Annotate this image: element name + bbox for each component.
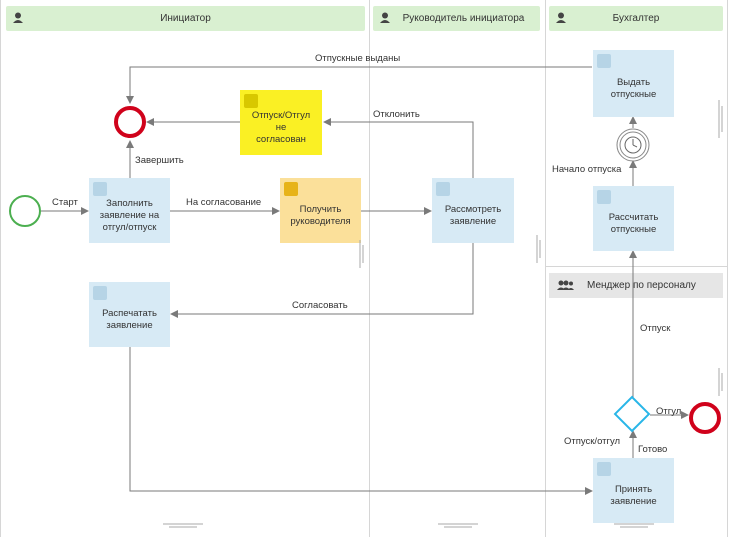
lane-resize-handle[interactable] — [438, 523, 478, 531]
user-task-icon — [597, 190, 611, 204]
flow-label-done: Готово — [638, 444, 668, 455]
timer-event — [616, 128, 650, 162]
task-fill-application[interactable]: Заполнить заявление на отгул/отпуск — [89, 178, 170, 243]
task-issue-vacation-pay[interactable]: Выдать отпускные — [593, 50, 674, 117]
task-get-manager[interactable]: Получить руководителя — [280, 178, 361, 243]
flow-reject — [323, 118, 474, 178]
lane-divider-3 — [727, 0, 728, 537]
flow-label-day-off: Отгул — [656, 406, 682, 417]
lane-header-accountant[interactable]: Бухгалтер — [549, 6, 723, 31]
flow-label-reject: Отклонить — [373, 109, 420, 120]
lane-divider-1 — [369, 0, 370, 537]
lane-divider-2 — [545, 0, 546, 537]
lane-title: Руководитель инициатора — [402, 13, 525, 24]
sublane-title: Менджер по персоналу — [587, 280, 696, 291]
gear-icon — [284, 182, 298, 196]
task-accept-application[interactable]: Принять заявление — [593, 458, 674, 523]
lane-header-manager[interactable]: Руководитель инициатора — [373, 6, 540, 31]
lane-resize-handle[interactable] — [717, 100, 725, 138]
flow-label-to-approval: На согласование — [186, 197, 262, 208]
lane-title: Инициатор — [160, 13, 211, 24]
task-review-application[interactable]: Рассмотреть заявление — [432, 178, 514, 243]
lane-resize-handle[interactable] — [358, 240, 366, 268]
start-event — [9, 195, 41, 227]
task-print-application[interactable]: Распечатать заявление — [89, 282, 170, 347]
flow-label-vacation-day-off: Отпуск/отгул — [564, 436, 621, 447]
user-icon — [12, 6, 26, 31]
lane-resize-handle[interactable] — [614, 523, 654, 531]
user-task-icon — [436, 182, 450, 196]
lane-header-initiator[interactable]: Инициатор — [6, 6, 365, 31]
flow-label-start: Старт — [52, 197, 78, 208]
end-event-day-off — [689, 402, 721, 434]
task-calculate-vacation-pay[interactable]: Рассчитать отпускные — [593, 186, 674, 251]
lane-resize-handle[interactable] — [717, 368, 725, 396]
user-task-icon — [93, 182, 107, 196]
sublane-header-hr-manager[interactable]: Менджер по персоналу — [549, 273, 723, 298]
user-icon — [379, 6, 393, 31]
lane-resize-handle[interactable] — [163, 523, 203, 531]
user-icon — [555, 6, 569, 31]
user-task-icon — [597, 462, 611, 476]
user-task-icon — [597, 54, 611, 68]
flow-label-vacation-pay-issued: Отпускные выданы — [315, 53, 401, 64]
flow-print-to-accept — [129, 347, 593, 495]
exclusive-gateway — [613, 395, 651, 433]
flow-label-approve: Согласовать — [292, 300, 348, 311]
page-border-left — [0, 0, 1, 537]
lane-title: Бухгалтер — [612, 13, 660, 24]
lane-resize-handle[interactable] — [535, 235, 543, 263]
sublane-divider — [545, 266, 728, 267]
flow-vacation-pay-issued — [126, 66, 592, 104]
end-event-main — [114, 106, 146, 138]
task-leave-rejected[interactable]: Отпуск/Отгул не согласован — [240, 90, 322, 155]
group-icon — [555, 273, 575, 298]
flow-label-vacation-start: Начало отпуска — [552, 164, 622, 175]
user-task-icon — [93, 286, 107, 300]
flow-approve — [170, 243, 474, 318]
notification-icon — [244, 94, 258, 108]
flow-label-finish: Завершить — [135, 155, 184, 166]
flow-label-vacation: Отпуск — [640, 323, 671, 334]
